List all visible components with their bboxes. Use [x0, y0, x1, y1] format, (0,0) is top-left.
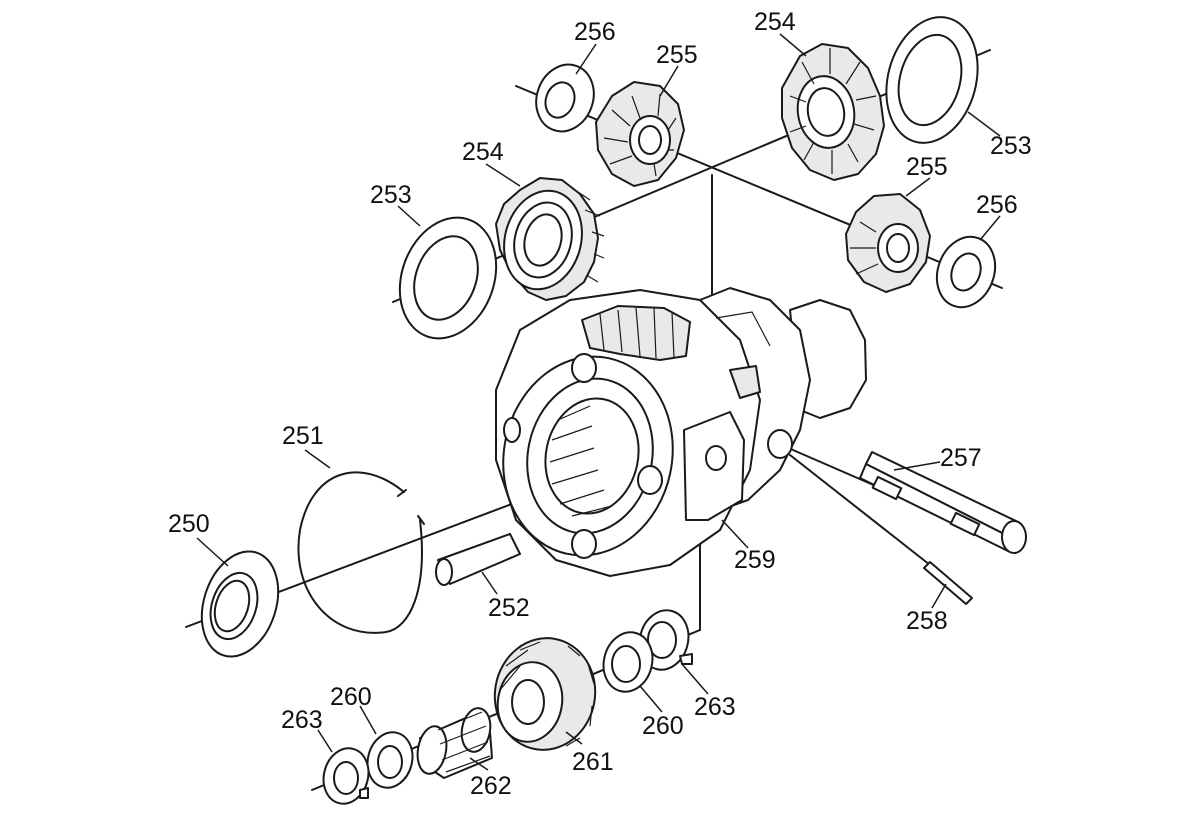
- thrust-washer-253-left: [398, 216, 498, 340]
- side-gear-254-right: [781, 43, 885, 181]
- lock-washer-263-left: [322, 747, 370, 805]
- leader-lines: [196, 33, 1001, 771]
- part-label-253-left: 253: [370, 181, 412, 209]
- helical-gear-261: [493, 637, 597, 751]
- part-label-252: 252: [488, 594, 530, 622]
- part-label-260-right: 260: [642, 712, 684, 740]
- part-label-257: 257: [940, 444, 982, 472]
- part-label-255-left: 255: [656, 41, 698, 69]
- part-label-260-left: 260: [330, 683, 372, 711]
- side-gear-254-left: [495, 177, 605, 301]
- part-label-254-right: 254: [754, 8, 796, 36]
- part-label-263-left: 263: [281, 706, 323, 734]
- part-label-258: 258: [906, 607, 948, 635]
- part-label-254-left: 254: [462, 138, 504, 166]
- part-label-251: 251: [282, 422, 324, 450]
- part-label-261: 261: [572, 748, 614, 776]
- part-label-263-right: 263: [694, 693, 736, 721]
- cross-shaft-257: [859, 451, 1027, 554]
- snap-ring-251: [297, 471, 425, 634]
- washer-256-right: [935, 235, 997, 309]
- part-label-253-right: 253: [990, 132, 1032, 160]
- part-label-259: 259: [734, 546, 776, 574]
- pinion-gear-255-right: [845, 193, 931, 293]
- washer-256-left: [535, 63, 595, 133]
- washer-260-right: [602, 631, 654, 693]
- part-label-256-left: 256: [574, 18, 616, 46]
- pin-252: [435, 533, 521, 586]
- washer-260-left: [366, 731, 414, 789]
- pinion-gear-255-left: [595, 81, 685, 187]
- spline-sleeve-262: [416, 707, 493, 779]
- part-label-256-right: 256: [976, 191, 1018, 219]
- differential-housing-259: [495, 287, 867, 577]
- seal-250: [200, 550, 280, 658]
- roll-pin-258: [923, 561, 973, 605]
- part-label-262: 262: [470, 772, 512, 800]
- part-label-250: 250: [168, 510, 210, 538]
- thrust-washer-253-right: [885, 16, 979, 144]
- part-label-255-right: 255: [906, 153, 948, 181]
